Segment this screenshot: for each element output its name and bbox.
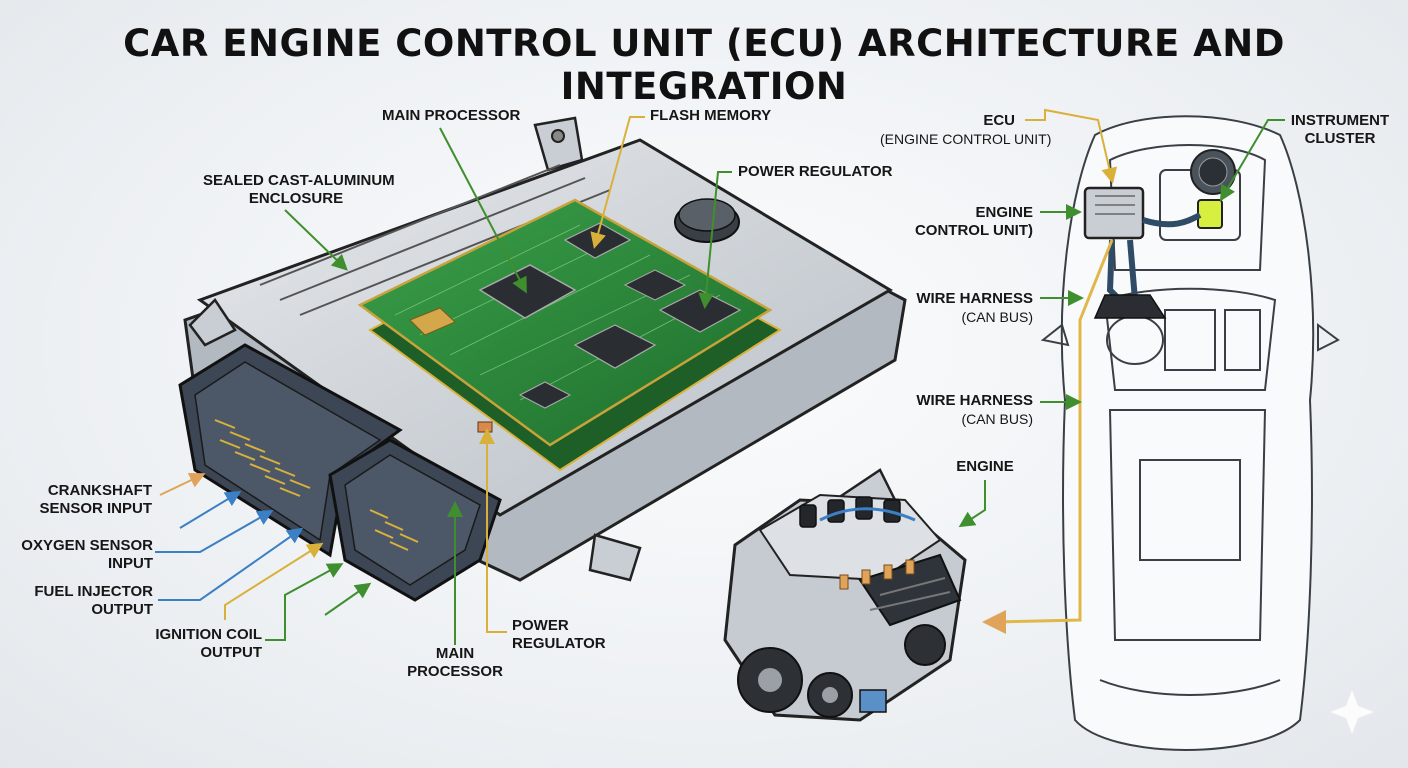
label-oxygen-line2: INPUT — [108, 555, 153, 572]
label-cluster-line1: INSTRUMENT — [1290, 112, 1390, 129]
label-fuel-line2: OUTPUT — [91, 601, 153, 618]
pointer-lines — [155, 108, 1285, 645]
label-main-processor-top: MAIN PROCESSOR — [382, 107, 521, 124]
ecu-connectors — [178, 343, 502, 602]
label-enclosure-line2: ENCLOSURE — [248, 190, 344, 207]
power-regulator-chip — [658, 289, 742, 333]
sparkle-icon — [1330, 690, 1374, 734]
label-power-regulator-bottom: POWER REGULATOR — [512, 617, 606, 653]
label-ecu-full-line2: CONTROL UNIT) — [914, 222, 1033, 239]
page-title: CAR ENGINE CONTROL UNIT (ECU) ARCHITECTU… — [123, 22, 1285, 108]
label-harness1-sub: (CAN BUS) — [961, 309, 1033, 325]
label-crankshaft-input: CRANKSHAFT SENSOR INPUT — [30, 482, 152, 518]
label-fuel-injector-output: FUEL INJECTOR OUTPUT — [20, 583, 153, 619]
label-fuel-line1: FUEL INJECTOR — [34, 583, 153, 600]
label-car-ecu-title: ECU — [983, 112, 1015, 129]
label-oxygen-sensor-input: OXYGEN SENSOR INPUT — [20, 537, 153, 573]
label-enclosure: SEALED CAST-ALUMINUM ENCLOSURE — [203, 172, 395, 208]
wire-harness — [994, 212, 1202, 624]
label-wire-harness-1: WIRE HARNESS (CAN BUS) — [900, 290, 1033, 326]
label-harness1-title: WIRE HARNESS — [916, 290, 1033, 307]
label-crankshaft-line2: SENSOR INPUT — [39, 500, 152, 517]
label-power-regulator-bottom-line2: REGULATOR — [512, 635, 606, 652]
label-harness2-title: WIRE HARNESS — [916, 392, 1033, 409]
label-engine-control-unit: ENGINE CONTROL UNIT) — [900, 204, 1033, 240]
label-enclosure-line1: SEALED CAST-ALUMINUM — [203, 172, 395, 189]
label-main-processor-bottom-line2: PROCESSOR — [407, 663, 503, 680]
label-ignition-coil-output: IGNITION COIL OUTPUT — [140, 626, 262, 662]
car-outline — [1040, 115, 1340, 751]
engine-illustration — [723, 493, 967, 722]
label-main-processor-bottom-line1: MAIN — [435, 645, 475, 662]
label-harness2-sub: (CAN BUS) — [961, 411, 1033, 427]
label-ignition-line1: IGNITION COIL — [155, 626, 262, 643]
label-main-processor-bottom: MAIN PROCESSOR — [400, 645, 510, 681]
label-car-ecu-sub: (ENGINE CONTROL UNIT) — [880, 131, 1052, 147]
label-wire-harness-2: WIRE HARNESS (CAN BUS) — [900, 392, 1033, 428]
label-flash-memory: FLASH MEMORY — [650, 107, 772, 124]
label-instrument-cluster: INSTRUMENT CLUSTER — [1285, 112, 1395, 148]
car-ecu-module — [1083, 186, 1145, 240]
power-regulator-component — [477, 421, 493, 433]
label-power-regulator-top: POWER REGULATOR — [738, 163, 893, 180]
label-power-regulator-bottom-line1: POWER — [512, 617, 569, 634]
label-engine: ENGINE — [956, 458, 1014, 475]
label-crankshaft-line1: CRANKSHAFT — [47, 482, 152, 499]
label-cluster-line2: CLUSTER — [1304, 130, 1376, 147]
label-ignition-line2: OUTPUT — [200, 644, 262, 661]
label-car-ecu: ECU (ENGINE CONTROL UNIT) — [880, 112, 1052, 148]
label-oxygen-line1: OXYGEN SENSOR — [21, 537, 153, 554]
main-processor-chip — [478, 264, 577, 319]
ecu-pcb — [357, 198, 782, 472]
label-ecu-full-line1: ENGINE — [975, 204, 1033, 221]
